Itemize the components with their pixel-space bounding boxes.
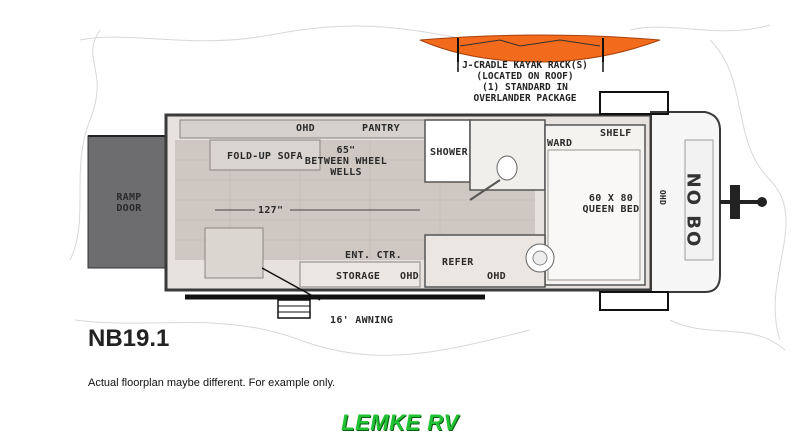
- background-contour-sketch: [70, 24, 787, 356]
- ohd-top-label: OHD: [296, 123, 315, 134]
- brand-logo: NO BO: [682, 172, 704, 249]
- storage-label: STORAGE: [336, 271, 381, 282]
- hitch: [720, 185, 767, 219]
- dealer-logo: LEMKE RV: [341, 410, 459, 435]
- kayak-icon: [419, 34, 661, 72]
- width-127-label: 127": [258, 205, 284, 216]
- ohd-front-label: OHD: [658, 189, 668, 206]
- refer-label: REFER: [442, 257, 474, 268]
- ward-label: WARD: [547, 138, 573, 149]
- pantry-label: PANTRY: [362, 123, 400, 134]
- shelf-label: SHELF: [600, 128, 632, 139]
- ohd-bottom-right-label: OHD: [487, 271, 506, 282]
- awning-label: 16' AWNING: [330, 315, 394, 326]
- chair: [204, 227, 264, 279]
- disclaimer: Actual floorplan maybe different. For ex…: [88, 377, 336, 389]
- fold-up-sofa: [209, 139, 321, 171]
- shower-label: SHOWER: [430, 147, 468, 158]
- ent-ctr-label: ENT. CTR.: [345, 250, 402, 261]
- entry-steps: [261, 267, 321, 319]
- kayak-rack-note: J-CRADLE KAYAK RACK(S) (LOCATED ON ROOF)…: [462, 60, 588, 104]
- storage: [299, 261, 421, 288]
- fold-up-sofa-label: FOLD-UP SOFA: [227, 151, 303, 162]
- ohd-bottom-left-label: OHD: [400, 271, 419, 282]
- model-name: NB19.1: [88, 325, 170, 352]
- shower: [424, 119, 471, 183]
